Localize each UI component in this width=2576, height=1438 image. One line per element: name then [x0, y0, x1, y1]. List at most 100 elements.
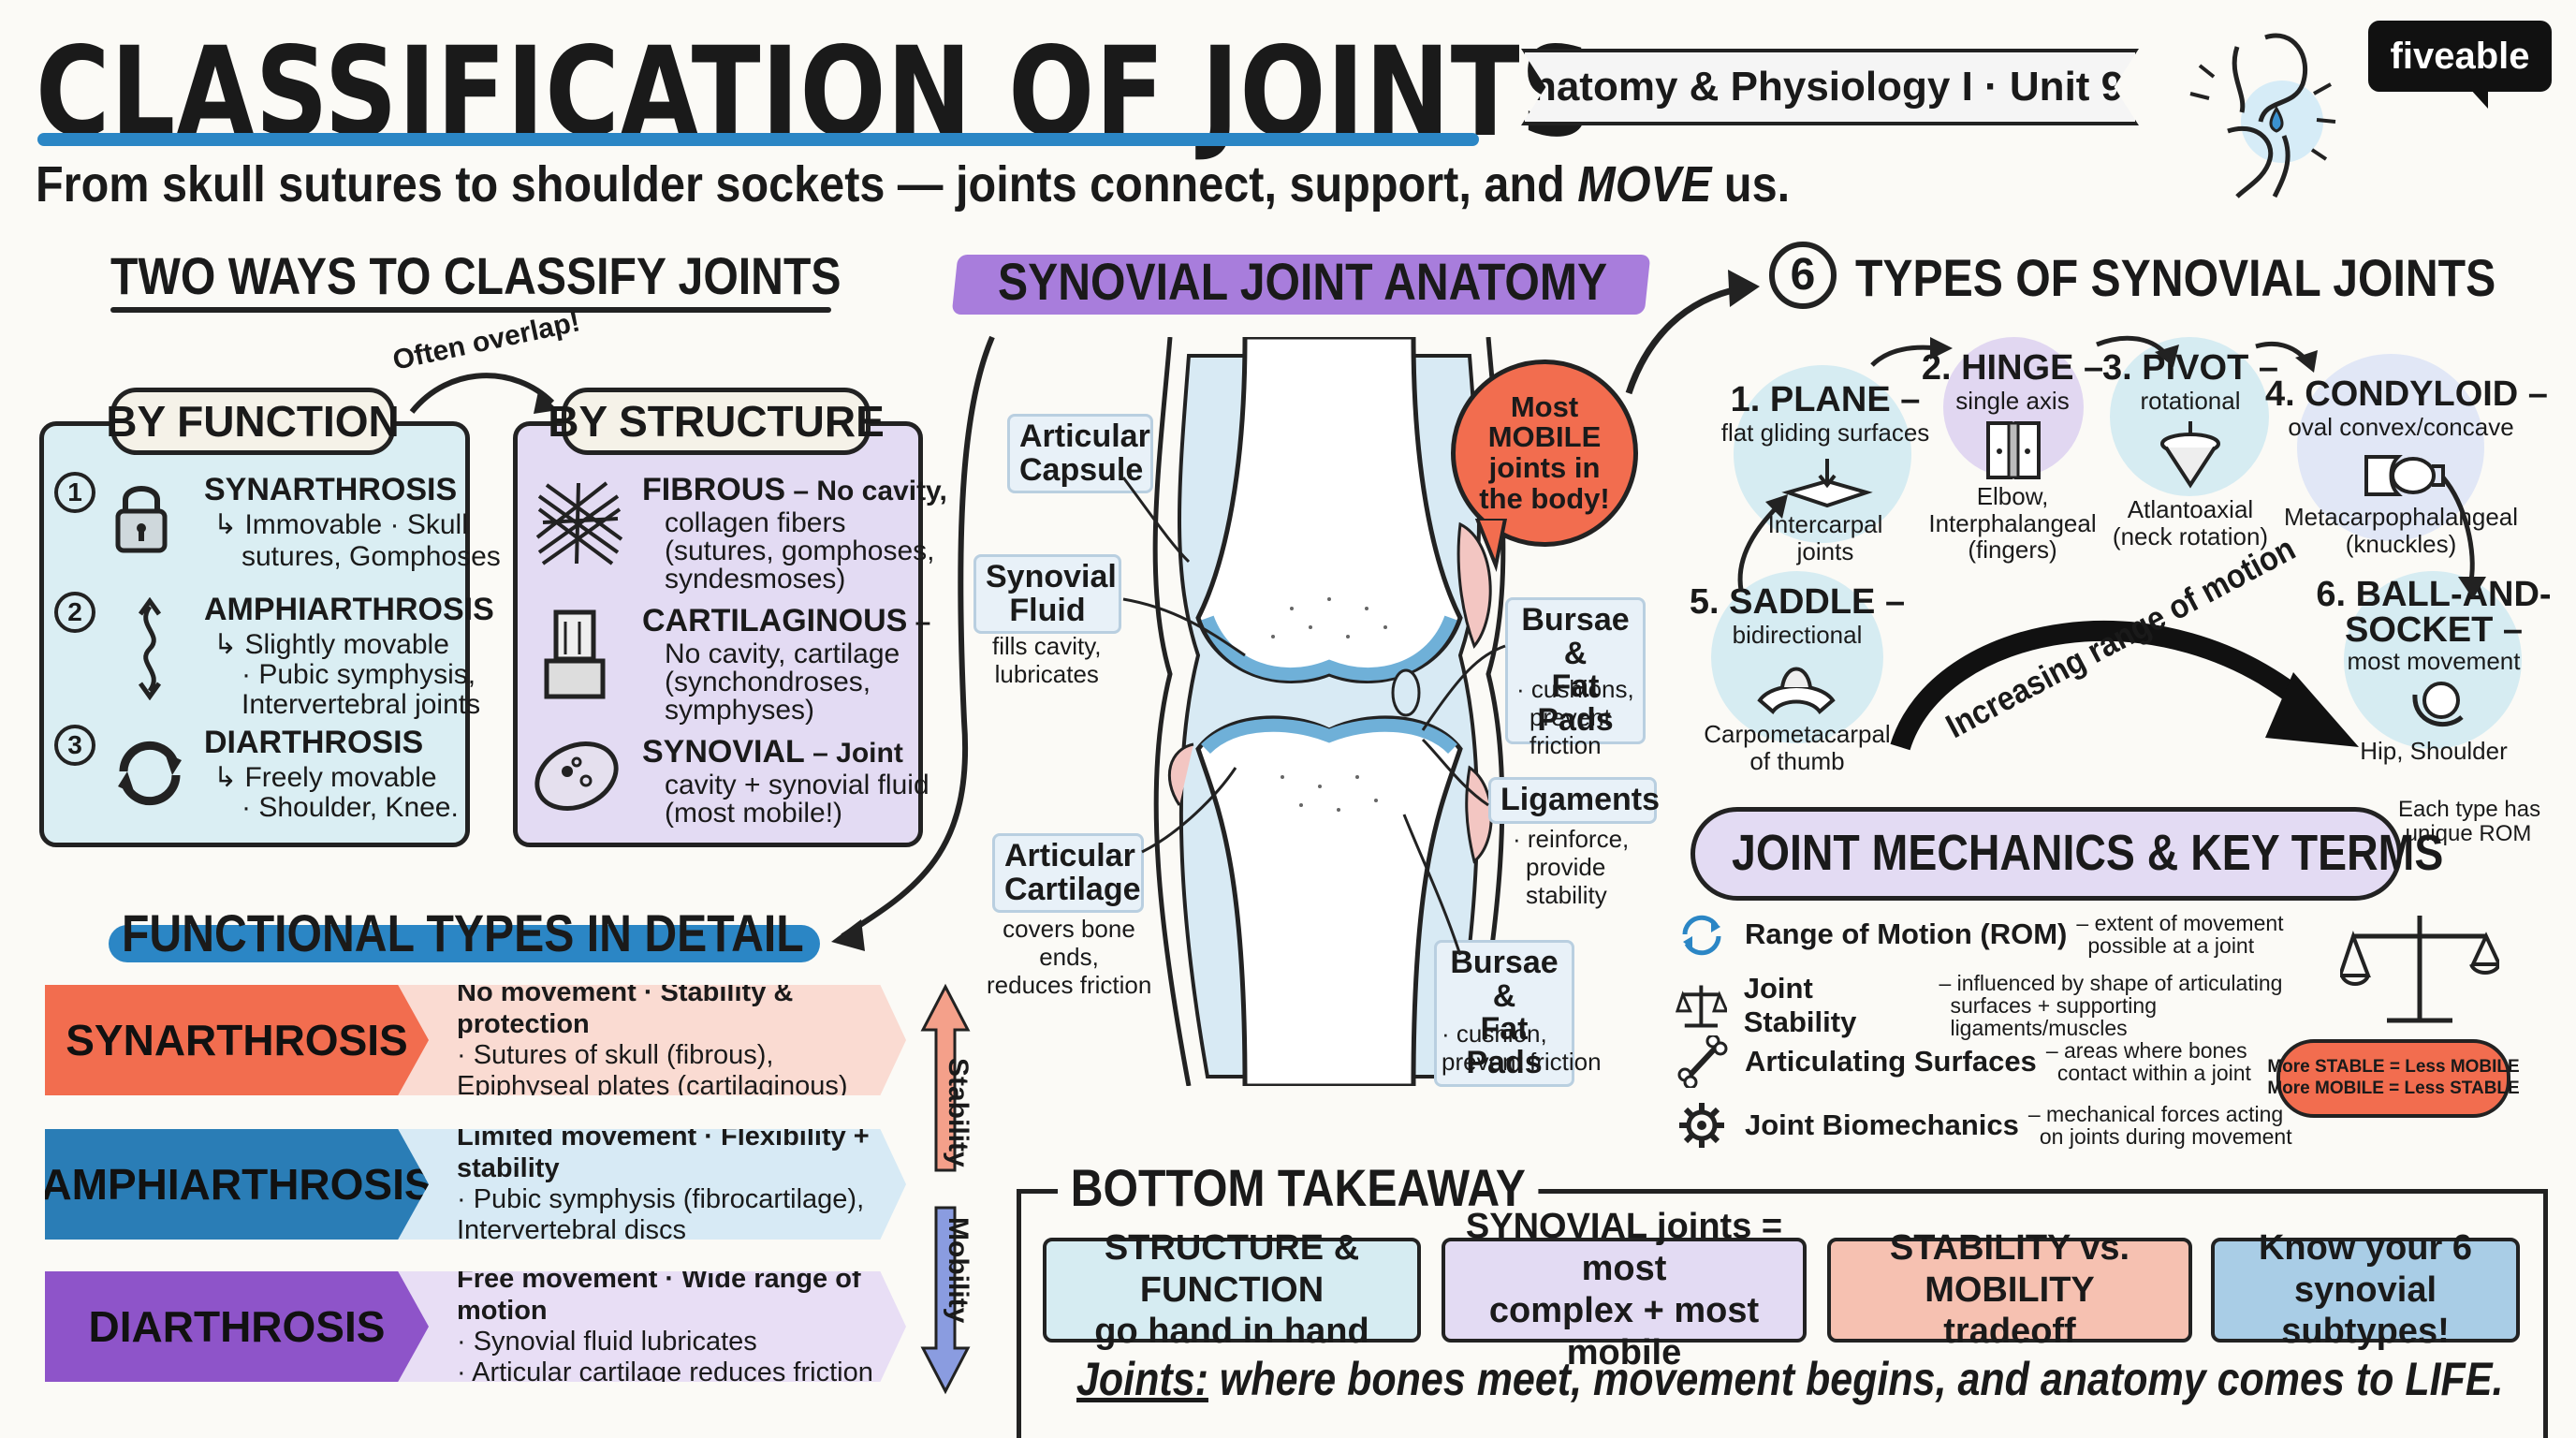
functional-heading: FUNCTIONAL TYPES IN DETAIL [122, 903, 804, 962]
term-row: Articulating Surfaces – areas where bone… [1676, 1035, 2251, 1088]
structure-item-title: CARTILAGINOUS – [642, 603, 931, 638]
takeaway-frame [1017, 1189, 2548, 1438]
bone-icon [1677, 1035, 1728, 1088]
structure-item-title: SYNOVIAL – Joint [642, 734, 903, 770]
label-bursae-fat-pads-lower: Bursae &Fat Pads [1434, 940, 1574, 1087]
scale-icon [1676, 985, 1727, 1028]
type-ball-and-socket: 6. BALL-AND-SOCKET – most movement Hip, … [2312, 577, 2555, 764]
type-example: Elbow,Interphalangeal(fingers) [1928, 482, 2097, 565]
types-sequence-arrows [1737, 335, 2486, 599]
lock-icon [115, 486, 168, 553]
rom-arc-arrow [1890, 621, 2359, 751]
cartilage-block-icon [544, 609, 606, 699]
mechanics-heading-cloud [1690, 807, 2402, 901]
overlap-arrow [409, 373, 558, 414]
function-item-line: ↳ Freely movable [213, 762, 437, 793]
type-name: 6. BALL-AND-SOCKET – [2316, 575, 2552, 650]
anatomy-leader-lines [1121, 477, 1506, 956]
synovial-capsule-icon [534, 741, 619, 811]
condyloid-joint-icon [2364, 455, 2445, 496]
label-ligaments: Ligaments [1488, 777, 1660, 824]
functional-row-desc: Free movement · Wide range of motion · S… [457, 1264, 873, 1388]
ball-socket-joint-icon [2412, 682, 2464, 727]
two-ways-heading: TWO WAYS TO CLASSIFY JOINTS [110, 246, 842, 305]
type-circle [1734, 365, 1911, 543]
type-pivot: 3. PIVOT – rotational Atlantoaxial(neck … [2087, 348, 2293, 554]
takeaway-quote: Joints: where bones meet, movement begin… [1076, 1353, 2504, 1405]
type-desc: most movement [2347, 647, 2521, 675]
structure-item: FIBROUS – No cavity, collagen fibers (su… [524, 468, 947, 594]
fiber-mesh-icon [535, 481, 623, 565]
function-item-line: ↳ Slightly movable [213, 629, 449, 660]
function-item-line: Intervertebral joints [242, 689, 481, 720]
takeaway-heading: BOTTOM TAKEAWAY [1058, 1157, 1539, 1218]
type-name: 3. PIVOT – [2102, 348, 2278, 388]
by-function-panel [39, 421, 470, 847]
function-item: 3 DIARTHROSIS ↳ Freely movable · Shoulde… [54, 725, 459, 837]
type-desc: rotational [2140, 387, 2241, 415]
most-mobile-callout: Most MOBILE joints in the body! [1451, 360, 1638, 547]
type-name: 1. PLANE – [1730, 380, 1921, 419]
page-subtitle: From skull sutures to shoulder sockets —… [36, 156, 1791, 213]
mobility-axis-label: Mobility [943, 1217, 973, 1324]
function-item-line: · Shoulder, Knee. [242, 792, 459, 823]
number-badge: 1 [54, 472, 95, 513]
type-example: Atlantoaxial(neck rotation) [2112, 495, 2269, 550]
structure-item-line: (most mobile!) [665, 798, 843, 829]
functional-row-desc: No movement · Stability & protection · S… [457, 977, 848, 1102]
brand-logo[interactable]: fiveable [2368, 21, 2552, 109]
type-circle [2344, 571, 2522, 749]
connector-arrow [831, 335, 995, 951]
function-item-line: · Pubic symphysis, [242, 659, 476, 690]
structure-item-line: collagen fibers [665, 507, 846, 538]
function-item: 2 AMPHIARTHROSIS ↳ Slightly movable · Pu… [54, 592, 494, 720]
functional-row: AMPHIARTHROSIS Limited movement · Flexib… [45, 1129, 906, 1240]
structure-item-line: syndesmoses) [665, 564, 846, 594]
type-name: 5. SADDLE – [1689, 582, 1906, 622]
functional-row-name: SYNARTHROSIS [45, 985, 429, 1095]
function-item-line: sutures, Gomphoses [242, 541, 501, 572]
type-example: Metacarpophalangeal(knuckles) [2283, 503, 2519, 558]
mechanics-term-list: Range of Motion (ROM) – extent of moveme… [1676, 908, 2331, 1152]
unit-tag: Anatomy & Physiology I · Unit 9.1 [1521, 49, 2139, 125]
stability-mobility-arrow [920, 983, 971, 1395]
up-down-arrow-icon [138, 597, 162, 700]
pivot-joint-icon [2160, 421, 2220, 489]
structure-item-line: (sutures, gomphoses, [665, 536, 935, 566]
structure-item-line: No cavity, cartilage [665, 638, 900, 669]
synovial-anatomy-heading: SYNOVIAL JOINT ANATOMY [998, 252, 1608, 311]
function-item-name: DIARTHROSIS [204, 725, 424, 760]
structure-item: CARTILAGINOUS – No cavity, cartilage (sy… [524, 599, 930, 726]
title-underline [37, 133, 1479, 146]
functional-row: SYNARTHROSIS No movement · Stability & p… [45, 985, 906, 1095]
structure-item-line: symphyses) [665, 695, 815, 726]
type-desc: bidirectional [1732, 621, 1863, 649]
gear-icon [1679, 1103, 1724, 1148]
tradeoff-callout: More STABLE = Less MOBILE More MOBILE = … [2267, 1039, 2520, 1118]
structure-item-title: FIBROUS – No cavity, [642, 472, 947, 507]
type-example: Hip, Shoulder [2360, 737, 2508, 765]
functional-heading-highlight [109, 925, 820, 962]
cycle-icon [1682, 915, 1721, 956]
type-circle [1711, 571, 1883, 743]
structure-item-line: (synchondroses, [665, 667, 871, 697]
type-saddle: 5. SADDLE – bidirectional Carpometacarpa… [1685, 582, 1910, 774]
type-condyloid: 4. CONDYLOID – oval convex/concave Metac… [2265, 374, 2548, 571]
plane-joint-icon [1781, 459, 1873, 508]
by-structure-label: BY STRUCTURE [548, 388, 885, 455]
knee-joint-illustration [1152, 337, 1506, 1086]
function-item-name: AMPHIARTHROSIS [204, 592, 494, 627]
term-row: Range of Motion (ROM) – extent of moveme… [1676, 908, 2284, 961]
functional-row: DIARTHROSIS Free movement · Wide range o… [45, 1271, 906, 1382]
